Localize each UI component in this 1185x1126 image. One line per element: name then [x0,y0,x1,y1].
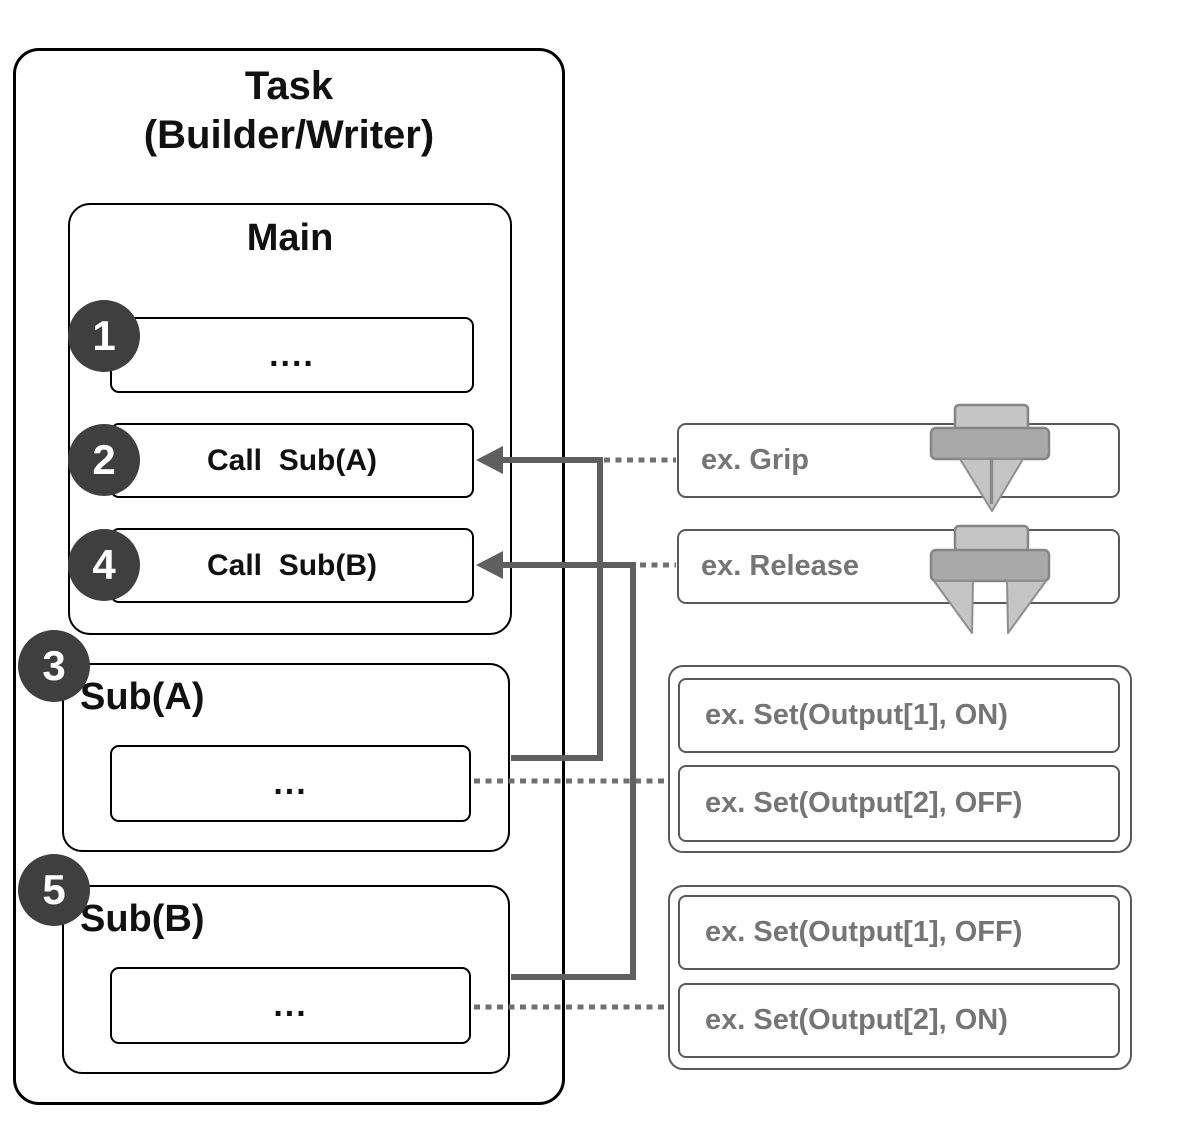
call-sub-b-box: Call Sub(B) [110,528,474,603]
task-title: Task (Builder/Writer) [13,62,565,160]
sub-b-body-label: ... [273,986,308,1024]
sub-b-body-box: ... [110,967,471,1044]
main-title: Main [246,217,334,259]
release-label: ex. Release [701,550,860,582]
grip-label: ex. Grip [701,444,809,476]
sub-a-example-label-1: ex. Set(Output[1], ON) [705,699,1008,731]
sub-a-title: Sub(A) [80,676,205,718]
sub-b-example-box-2: ex. Set(Output[2], ON) [678,983,1120,1058]
step-number-1: 1 [92,312,116,359]
step-number-3: 3 [42,642,66,689]
step-circle-2: 2 [68,424,140,496]
task-title-line2: (Builder/Writer) [143,113,435,157]
sub-a-example-box-2: ex. Set(Output[2], OFF) [678,765,1120,842]
grip-annotation-box: ex. Grip [677,423,1120,498]
step-circle-3: 3 [18,630,90,702]
release-annotation-box: ex. Release [677,529,1120,604]
sub-b-example-label-1: ex. Set(Output[1], OFF) [705,916,1023,948]
step-number-2: 2 [92,436,116,483]
step-number-4: 4 [92,541,116,588]
sub-b-example-box-1: ex. Set(Output[1], OFF) [678,895,1120,970]
sub-a-example-label-2: ex. Set(Output[2], OFF) [705,787,1023,819]
step-number-5: 5 [42,866,66,913]
step-circle-1: 1 [68,300,140,372]
call-sub-b-label: Call Sub(B) [207,548,377,582]
sub-b-title: Sub(B) [80,898,205,940]
sub-b-example-label-2: ex. Set(Output[2], ON) [705,1004,1008,1036]
sub-a-example-box-1: ex. Set(Output[1], ON) [678,678,1120,753]
sub-a-body-label: ... [273,764,308,802]
main-step-placeholder-label: .... [269,335,315,374]
call-sub-a-box: Call Sub(A) [110,423,474,498]
sub-a-body-box: ... [110,745,471,822]
step-circle-4: 4 [68,529,140,601]
call-sub-a-label: Call Sub(A) [207,443,377,477]
main-step-placeholder-box: .... [110,317,474,393]
task-title-line1: Task [244,64,334,108]
step-circle-5: 5 [18,854,90,926]
